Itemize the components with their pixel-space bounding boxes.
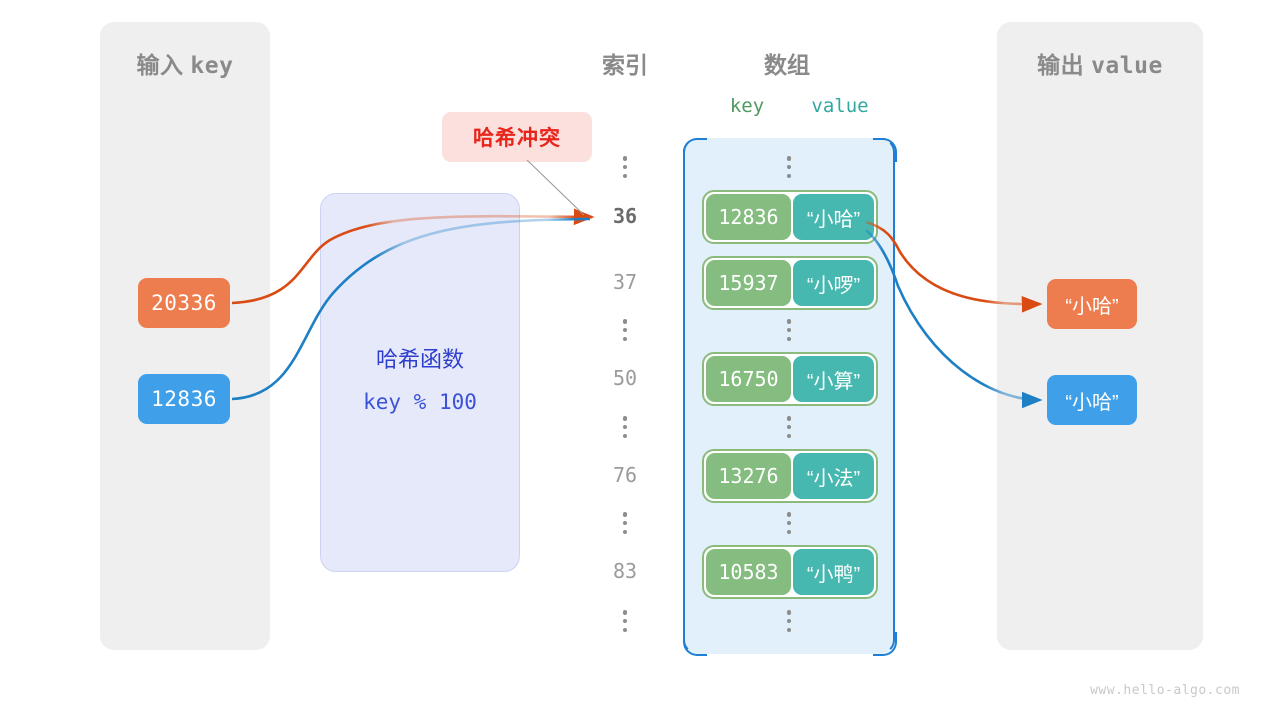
index-label-50: 50 bbox=[612, 366, 638, 390]
output-value-panel: 输出 value bbox=[997, 22, 1203, 650]
array-ellipsis bbox=[782, 416, 796, 438]
dot bbox=[786, 173, 792, 178]
dot bbox=[622, 618, 628, 624]
bucket-value-83: “小鸭” bbox=[792, 549, 874, 595]
bucket-value-76: “小法” bbox=[792, 453, 874, 499]
bucket-key-76: 13276 bbox=[706, 453, 791, 499]
array-ellipsis bbox=[782, 319, 796, 341]
dot bbox=[622, 173, 628, 178]
array-ellipsis bbox=[782, 512, 796, 534]
index-ellipsis bbox=[618, 319, 632, 341]
dot bbox=[786, 520, 792, 526]
input-key-panel: 输入 key bbox=[100, 22, 270, 650]
dot bbox=[786, 156, 792, 161]
dot bbox=[622, 336, 628, 341]
dot bbox=[786, 327, 792, 333]
dot bbox=[786, 424, 792, 430]
dot bbox=[786, 627, 792, 632]
output-panel-title-cn: 输出 bbox=[1037, 52, 1085, 78]
index-label-36: 36 bbox=[612, 204, 638, 228]
bucket-key-36: 12836 bbox=[706, 194, 791, 240]
dot bbox=[622, 319, 628, 324]
dot bbox=[622, 424, 628, 430]
watermark: www.hello-algo.com bbox=[1090, 683, 1240, 698]
dot bbox=[786, 618, 792, 624]
array-corner-tl bbox=[683, 138, 707, 162]
hash-collision-label: 哈希冲突 bbox=[473, 127, 561, 150]
bucket-key-37: 15937 bbox=[706, 260, 791, 306]
index-ellipsis bbox=[618, 156, 632, 178]
dot bbox=[622, 433, 628, 438]
hash-function-formula: key % 100 bbox=[363, 390, 477, 414]
bucket-37[interactable]: 15937“小啰” bbox=[702, 256, 878, 310]
array-ellipsis bbox=[782, 610, 796, 632]
bucket-36[interactable]: 12836“小哈” bbox=[702, 190, 878, 244]
output-value-blue-label: “小哈” bbox=[1065, 391, 1119, 414]
bucket-50[interactable]: 16750“小算” bbox=[702, 352, 878, 406]
input-panel-title-cn: 输入 bbox=[136, 52, 184, 78]
array-ellipsis bbox=[782, 156, 796, 178]
bucket-83[interactable]: 10583“小鸭” bbox=[702, 545, 878, 599]
dot bbox=[622, 520, 628, 526]
output-panel-title-mono: value bbox=[1091, 53, 1163, 79]
dot bbox=[622, 416, 628, 421]
input-key-12836-label: 12836 bbox=[151, 387, 217, 411]
value-column-heading: value bbox=[811, 95, 869, 117]
array-column-heading: 数组 bbox=[764, 52, 810, 78]
dot bbox=[786, 336, 792, 341]
dot bbox=[622, 156, 628, 161]
dot bbox=[786, 433, 792, 438]
hash-collision-badge: 哈希冲突 bbox=[442, 112, 592, 162]
hash-function-box: 哈希函数 key % 100 bbox=[320, 193, 520, 572]
bucket-key-50: 16750 bbox=[706, 356, 791, 402]
output-value-orange-label: “小哈” bbox=[1065, 295, 1119, 318]
input-key-20336-label: 20336 bbox=[151, 291, 217, 315]
array-corner-bl bbox=[683, 632, 707, 656]
key-column-heading: key bbox=[729, 95, 765, 117]
input-panel-title-mono: key bbox=[190, 53, 234, 79]
bucket-value-50: “小算” bbox=[792, 356, 874, 402]
index-ellipsis bbox=[618, 416, 632, 438]
index-label-83: 83 bbox=[612, 559, 638, 583]
collision-leader-line bbox=[526, 159, 585, 216]
input-key-12836[interactable]: 12836 bbox=[138, 374, 230, 424]
bucket-key-83: 10583 bbox=[706, 549, 791, 595]
dot bbox=[786, 512, 792, 517]
input-key-20336[interactable]: 20336 bbox=[138, 278, 230, 328]
dot bbox=[786, 416, 792, 421]
dot bbox=[622, 610, 628, 615]
dot bbox=[622, 627, 628, 632]
array-corner-tr bbox=[873, 138, 897, 162]
index-ellipsis bbox=[618, 610, 632, 632]
output-value-blue[interactable]: “小哈” bbox=[1047, 375, 1137, 425]
dot bbox=[786, 164, 792, 170]
index-label-76: 76 bbox=[612, 463, 638, 487]
bucket-76[interactable]: 13276“小法” bbox=[702, 449, 878, 503]
dot bbox=[622, 164, 628, 170]
index-ellipsis bbox=[618, 512, 632, 534]
bucket-value-36: “小哈” bbox=[792, 194, 874, 240]
index-label-37: 37 bbox=[612, 270, 638, 294]
dot bbox=[786, 529, 792, 534]
input-panel-title: 输入 key bbox=[100, 46, 270, 80]
dot bbox=[786, 610, 792, 615]
dot bbox=[622, 512, 628, 517]
array-corner-br bbox=[873, 632, 897, 656]
dot bbox=[622, 327, 628, 333]
dot bbox=[786, 319, 792, 324]
output-panel-title: 输出 value bbox=[997, 46, 1203, 80]
dot bbox=[622, 529, 628, 534]
index-column-heading: 索引 bbox=[602, 52, 648, 78]
hash-function-title: 哈希函数 bbox=[375, 347, 464, 372]
output-value-orange[interactable]: “小哈” bbox=[1047, 279, 1137, 329]
bucket-value-37: “小啰” bbox=[792, 260, 874, 306]
